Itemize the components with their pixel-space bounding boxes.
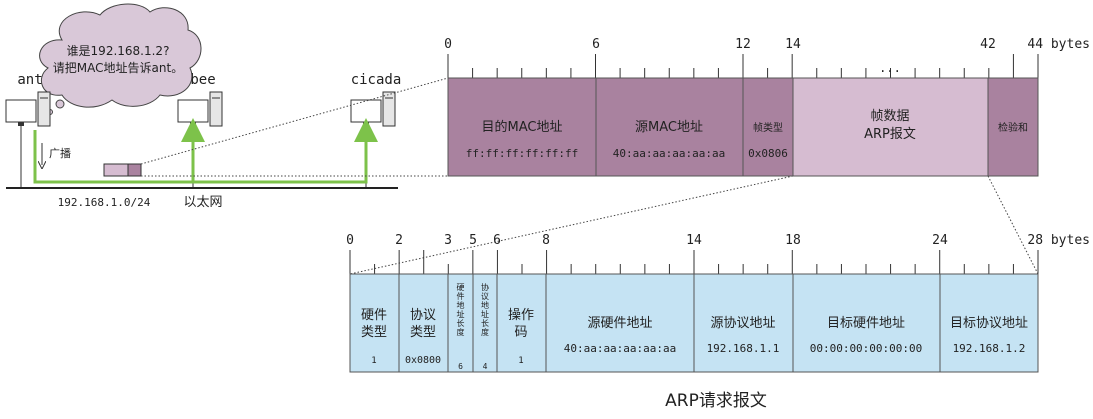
host-label-ant: ant: [17, 72, 42, 88]
proto-len-label: 协议地址长度: [481, 282, 490, 337]
frame-ellipsis: ...: [879, 61, 901, 75]
computer-cicada-icon: [350, 91, 396, 127]
broadcast-label: 广播: [49, 146, 71, 160]
arp-offset-24: 24: [932, 233, 948, 248]
arp-offset-18: 18: [785, 233, 801, 248]
src-mac-value: 40:aa:aa:aa:aa:aa: [613, 147, 726, 160]
computer-bee-icon: [177, 91, 223, 127]
dst-ip-title: 目标协议地址: [950, 316, 1028, 331]
frame-offset-44: 44 bytes: [1027, 37, 1090, 52]
network-diagram: 谁是192.168.1.2? 请把MAC地址告诉ant。 ant bee cic…: [5, 3, 402, 210]
arp-field-proto-type: [398, 273, 449, 373]
frame-offset-6: 6: [592, 37, 600, 52]
arp-field-dst-hw: [792, 273, 941, 373]
arp-field-hw-type: [349, 273, 400, 373]
field-checksum: [987, 77, 1039, 177]
host-label-bee: bee: [190, 72, 215, 88]
dest-mac-title: 目的MAC地址: [482, 119, 563, 135]
cloud-question: 谁是192.168.1.2?: [67, 44, 170, 58]
arp-offset-8: 8: [542, 233, 550, 248]
thought-cloud: [39, 3, 202, 108]
src-ip-title: 源协议地址: [710, 316, 775, 331]
hw-type-line1: 硬件: [361, 308, 387, 323]
src-hw-title: 源硬件地址: [587, 316, 652, 331]
proto-type-line2: 类型: [410, 325, 436, 340]
arp-field-hw-len: [447, 273, 474, 373]
arp-offset-5: 5: [469, 233, 477, 248]
proto-type-line1: 协议: [410, 308, 436, 323]
subnet-label: 192.168.1.0/24: [58, 196, 151, 209]
packet-header: [127, 163, 142, 177]
frame-offset-12: 12: [735, 37, 751, 52]
host-label-cicada: cicada: [351, 72, 402, 88]
arp-field-dst-ip: [939, 273, 1039, 373]
src-ip-value: 192.168.1.1: [707, 342, 780, 355]
src-hw-value: 40:aa:aa:aa:aa:aa: [564, 342, 677, 355]
frame-data-subtitle: ARP报文: [864, 127, 916, 142]
ethernet-frame: 0 6 12 14 42 44 bytes ... 目的MAC地址 ff:ff:…: [444, 37, 1090, 177]
hw-type-line2: 类型: [361, 325, 387, 340]
arp-packet: 0 2 3 5 6 8 14 18 24 28 bytes 硬件 类型 1 协议…: [346, 233, 1090, 411]
frame-offset-42: 42: [980, 37, 996, 52]
hw-len-value: 6: [458, 362, 463, 371]
opcode-value: 1: [518, 356, 523, 366]
arp-offset-0: 0: [346, 233, 354, 248]
dst-ip-value: 192.168.1.2: [953, 342, 1026, 355]
hw-type-value: 1: [371, 356, 376, 366]
field-frame-data: [792, 77, 989, 177]
checksum-title: 检验和: [998, 121, 1028, 134]
frame-type-title: 帧类型: [753, 121, 783, 134]
frame-offset-14: 14: [785, 37, 801, 52]
cloud-bubble-1: [55, 99, 65, 109]
arp-offset-14: 14: [686, 233, 702, 248]
opcode-line1: 操作: [508, 307, 534, 323]
packet-icon: [103, 163, 129, 177]
frame-type-value: 0x0806: [748, 147, 788, 160]
field-src-mac: [595, 77, 744, 177]
dest-mac-value: ff:ff:ff:ff:ff:ff: [466, 147, 579, 160]
dst-hw-title: 目标硬件地址: [827, 316, 905, 331]
field-frame-type: [742, 77, 794, 177]
computer-ant-icon: [5, 91, 51, 127]
hw-len-label: 硬件地址长度: [456, 283, 465, 337]
field-dest-mac: [447, 77, 597, 177]
opcode-line2: 码: [514, 325, 527, 340]
ethernet-label: 以太网: [183, 195, 222, 210]
cloud-request: 请把MAC地址告诉ant。: [53, 61, 183, 75]
arp-offset-6: 6: [493, 233, 501, 248]
arp-field-proto-len: [472, 273, 498, 373]
broadcast-path: [33, 118, 378, 184]
proto-len-value: 4: [483, 362, 488, 371]
src-mac-title: 源MAC地址: [635, 120, 703, 135]
arp-offset-2: 2: [395, 233, 403, 248]
frame-offset-0: 0: [444, 37, 452, 52]
arp-offset-28: 28 bytes: [1027, 233, 1090, 248]
frame-data-title: 帧数据: [870, 109, 909, 124]
arp-caption: ARP请求报文: [665, 391, 767, 411]
dst-hw-value: 00:00:00:00:00:00: [810, 342, 923, 355]
arp-field-opcode: [496, 273, 547, 373]
arp-offset-3: 3: [444, 233, 452, 248]
proto-type-value: 0x0800: [405, 355, 441, 366]
